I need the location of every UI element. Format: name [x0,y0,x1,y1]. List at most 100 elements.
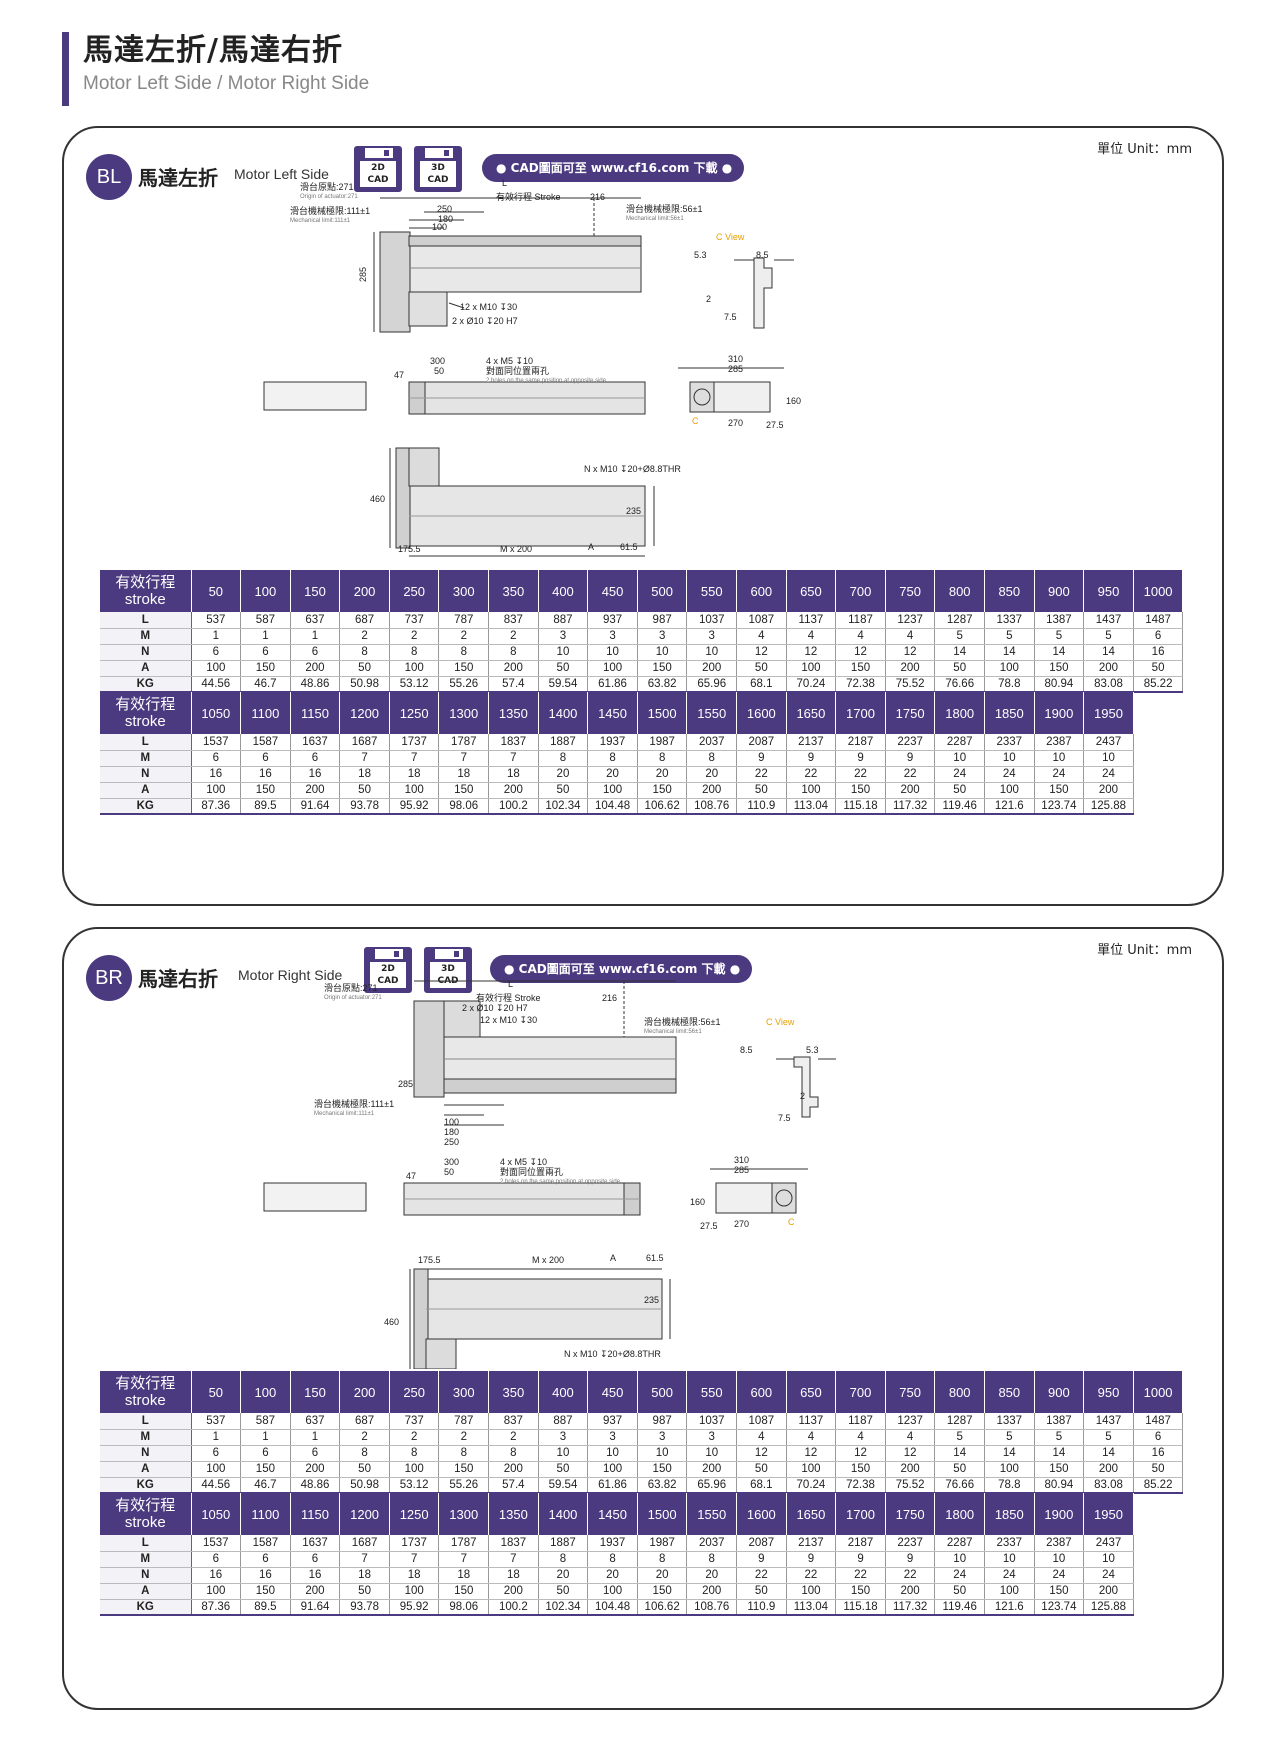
table-cell: 7 [389,750,440,767]
stroke-value: 1600 [736,1493,787,1535]
table-cell: 150 [1034,1583,1085,1600]
table-cell: 2037 [686,1535,738,1552]
stroke-value: 200 [339,570,390,612]
table-cell: 200 [290,1461,341,1478]
stroke-value: 250 [389,1371,440,1413]
table-cell: 24 [1083,766,1134,783]
unit-label: 單位 Unit：mm [1097,943,1192,958]
stroke-value: 900 [1034,1371,1085,1413]
table-cell: 787 [438,612,490,629]
table-cell: 4 [786,628,837,645]
table-cell: 100 [389,782,440,799]
stroke-value: 1050 [191,692,242,734]
row-label: N [100,766,192,783]
table-cell: 59.54 [538,676,589,693]
table-cell: 1 [240,628,291,645]
table-cell: 1 [240,1429,291,1446]
table-cell: 10 [686,1445,738,1462]
table-cell: 1187 [835,1413,886,1430]
table-cell: 121.6 [984,1599,1035,1616]
stroke-value: 550 [686,570,738,612]
svg-text:50: 50 [444,1167,454,1177]
row-label: M [100,1429,192,1446]
table-cell: 10 [1083,750,1134,767]
table-cell: 3 [587,628,638,645]
table-cell: 200 [686,782,738,799]
table-cell: 24 [984,766,1035,783]
table-cell: 100 [786,1583,837,1600]
svg-text:滑台原點:271: 滑台原點:271 [300,181,354,192]
table-cell: 1887 [538,734,589,751]
table-cell: 108.76 [686,798,738,815]
table-cell: 117.32 [885,798,936,815]
table-cell: 1537 [191,734,242,751]
table-cell: 1687 [339,734,390,751]
row-label: M [100,750,192,767]
svg-text:12 x M10 ↧30: 12 x M10 ↧30 [480,1015,537,1025]
table-cell: 7 [488,1551,539,1568]
stroke-value: 1650 [786,692,837,734]
table-cell: 937 [587,612,638,629]
svg-text:27.5: 27.5 [700,1221,718,1231]
svg-text:180: 180 [438,214,453,224]
svg-text:C: C [788,1217,795,1227]
table-cell: 14 [984,1445,1035,1462]
table-cell: 89.5 [240,798,291,815]
svg-text:310: 310 [728,354,743,364]
table-cell: 18 [438,1567,490,1584]
stroke-value: 100 [240,570,291,612]
table-cell: 5 [984,1429,1035,1446]
table-cell: 1737 [389,1535,440,1552]
table-cell: 1 [290,628,341,645]
table-cell: 20 [637,766,688,783]
table-cell: 1837 [488,734,539,751]
svg-text:A: A [610,1253,616,1263]
table-cell: 7 [339,750,390,767]
table-cell: 737 [389,1413,440,1430]
table-cell: 150 [240,1583,291,1600]
stroke-value: 350 [488,1371,539,1413]
table-cell: 150 [637,782,688,799]
row-label: N [100,644,192,661]
table-cell: 100 [786,660,837,677]
table-cell: 100 [984,1583,1035,1600]
table-cell: 80.94 [1034,1477,1085,1494]
svg-text:270: 270 [728,418,743,428]
table-cell: 68.1 [736,676,787,693]
table-cell: 6 [191,1445,242,1462]
table-cell: 91.64 [290,1599,341,1616]
table-cell: 1587 [240,734,291,751]
table-cell: 1137 [786,1413,837,1430]
cad-download-link[interactable]: ● CAD圖面可至 www.cf16.com 下載 ● [482,154,744,182]
table-cell: 1487 [1133,612,1184,629]
svg-text:100: 100 [432,222,447,232]
table-cell: 687 [339,612,390,629]
table-cell: 10 [1034,750,1085,767]
table-cell: 1337 [984,612,1035,629]
section-badge: BL [86,154,132,200]
table-cell: 46.7 [240,676,291,693]
svg-text:5.3: 5.3 [806,1045,819,1055]
table-cell: 1437 [1083,612,1134,629]
stroke-value: 1800 [934,692,985,734]
table-cell: 123.74 [1034,798,1085,815]
table-cell: 50 [538,1461,589,1478]
table-cell: 22 [736,1567,787,1584]
svg-text:47: 47 [406,1171,416,1181]
table-cell: 53.12 [389,1477,440,1494]
table-cell: 14 [1034,1445,1085,1462]
cad-download-link[interactable]: ● CAD圖面可至 www.cf16.com 下載 ● [490,955,752,983]
table-cell: 10 [1083,1551,1134,1568]
stroke-value: 1950 [1083,692,1134,734]
table-cell: 2337 [984,734,1035,751]
table-cell: 1 [290,1429,341,1446]
